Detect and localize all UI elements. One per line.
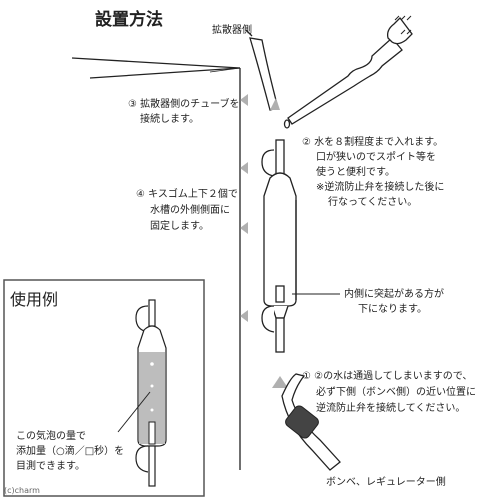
- step4-line2: 水槽の外側側面に: [150, 205, 230, 216]
- step3-line2: 接続します。: [140, 114, 199, 125]
- usage-note-line1: この気泡の量で: [16, 431, 86, 442]
- diffuser-side-label: 拡散器側: [212, 25, 252, 36]
- step4-line1: ④ キスゴム上下２個で: [136, 189, 238, 200]
- copyright: (c)charm: [4, 486, 40, 495]
- step1-line2: 必ず下側（ボンベ側）の近い位置に: [316, 387, 476, 398]
- pointer-arrows: [240, 94, 288, 388]
- usage-note-line2: 添加量（○滴／□秒）を: [16, 446, 125, 457]
- aquarium-wall: [71, 57, 241, 470]
- protrusion-line2: 下になります。: [358, 304, 427, 315]
- step1-line3: 逆流防止弁を接続してください。: [316, 403, 466, 414]
- step2-line5: 行なってください。: [328, 197, 418, 208]
- step2-line3: 使うと便利です。: [316, 167, 395, 178]
- dropper: [283, 15, 413, 129]
- page-title: 設置方法: [95, 10, 163, 30]
- diffuser-tube: [245, 29, 279, 111]
- protrusion-line1: 内側に突起がある方が: [344, 289, 444, 300]
- cylinder-side-label: ボンベ、レギュレーター側: [326, 477, 446, 488]
- step3-line1: ③ 拡散器側のチューブを: [128, 99, 240, 110]
- usage-note-line3: 目測できます。: [16, 461, 85, 472]
- step1-line1: ① ②の水は通過してしまいますので、: [302, 371, 473, 382]
- step2-line1: ② 水を８割程度まで入れます。: [302, 137, 444, 148]
- usage-example-box: [3, 279, 205, 497]
- check-valve-hose: [281, 373, 341, 471]
- step2-line2: 口が狭いのでスポイト等を: [316, 152, 436, 163]
- step4-line3: 固定します。: [150, 221, 209, 232]
- step2-line4: ※逆流防止弁を接続した後に: [316, 182, 445, 193]
- bubble-counter-setup: [261, 139, 297, 353]
- usage-example-title: 使用例: [10, 290, 59, 309]
